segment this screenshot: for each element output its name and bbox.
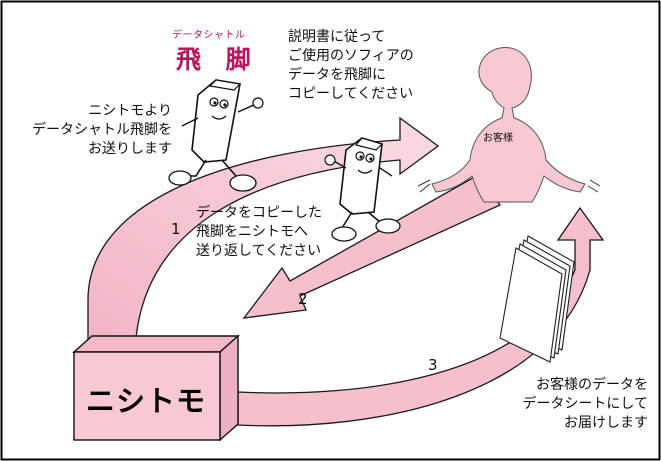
data-sheets-stack bbox=[499, 235, 575, 363]
step-2-number: 2 bbox=[298, 290, 308, 308]
instructions-label: 説明書に従って ご使用のソフィアの データを飛脚に コピーしてください bbox=[288, 29, 414, 102]
title-main: 飛 脚 bbox=[176, 45, 259, 74]
arrow-3-deliver bbox=[237, 206, 605, 427]
customer-label: お客様 bbox=[483, 133, 513, 144]
title-ruby: データシャトル bbox=[172, 30, 246, 41]
return-shuttle-label: データをコピーした 飛脚をニシトモへ 送り返してください bbox=[196, 205, 322, 259]
company-logo-text: ニシトモ bbox=[86, 384, 207, 418]
arrow-2-return bbox=[242, 174, 501, 319]
shuttle-character-2 bbox=[324, 137, 401, 242]
step-1-number: 1 bbox=[171, 220, 181, 238]
customer-figure bbox=[417, 47, 601, 203]
deliver-sheet-label: お客様のデータを データシートにして お届けします bbox=[522, 377, 648, 431]
send-shuttle-label: ニシトモより データシャトル飛脚を お送りします bbox=[32, 103, 172, 157]
step-3-number: 3 bbox=[428, 356, 438, 374]
arrow-1-send bbox=[87, 116, 440, 353]
shuttle-character-1 bbox=[168, 79, 264, 192]
company-box bbox=[72, 334, 240, 442]
